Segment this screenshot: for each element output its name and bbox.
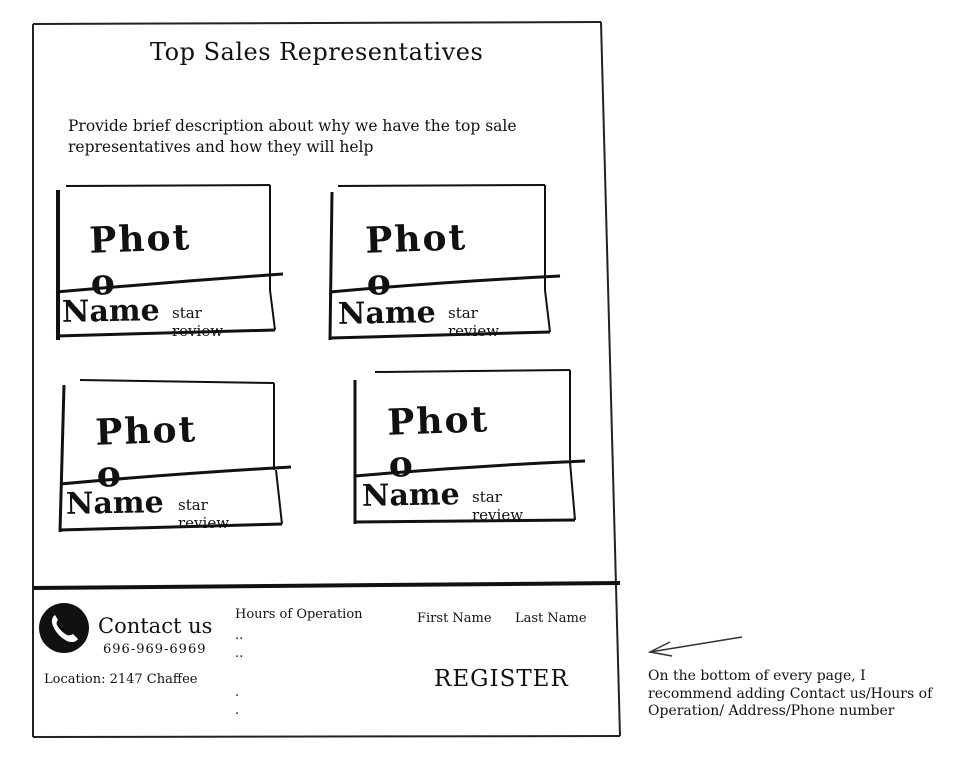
rep-name: Name <box>65 485 165 522</box>
contact-us-heading[interactable]: Contact us <box>98 614 213 638</box>
annotation-arrow <box>647 636 743 657</box>
first-name-field[interactable]: First Name <box>417 611 492 626</box>
rep-photo-placeholder: Phot o <box>386 398 490 486</box>
frame-top-border <box>32 21 602 25</box>
footer-divider <box>32 581 621 590</box>
hours-of-operation-heading: Hours of Operation <box>235 607 363 622</box>
rep-card-4-frame <box>353 369 586 524</box>
phone-icon[interactable] <box>38 602 90 654</box>
rep-name: Name <box>337 295 437 332</box>
rep-star-review: star review <box>172 304 224 340</box>
register-button[interactable]: REGISTER <box>434 666 569 692</box>
hours-line: . <box>235 685 240 700</box>
hours-line: .. <box>235 646 244 661</box>
rep-photo-placeholder: Phot o <box>364 216 468 304</box>
page-title: Top Sales Representatives <box>150 38 484 66</box>
rep-name: Name <box>61 293 161 330</box>
contact-phone-number: 696-969-6969 <box>103 642 207 657</box>
last-name-field[interactable]: Last Name <box>515 611 587 626</box>
rep-card-1-frame <box>55 184 284 340</box>
rep-star-review: star review <box>448 304 500 340</box>
rep-name: Name <box>361 477 461 514</box>
annotation-note: On the bottom of every page, I recommend… <box>648 668 933 719</box>
frame-bottom-border <box>32 735 621 738</box>
rep-card-2-frame <box>328 184 561 341</box>
rep-photo-placeholder: Phot o <box>94 408 198 496</box>
hours-line: .. <box>235 628 244 643</box>
rep-photo-placeholder: Phot o <box>88 216 192 304</box>
hours-line: . <box>235 703 240 718</box>
page-description: Provide brief description about why we h… <box>68 117 517 156</box>
rep-star-review: star review <box>472 488 524 524</box>
rep-card-3-frame <box>58 379 292 533</box>
frame-right-border <box>600 21 621 737</box>
rep-star-review: star review <box>178 496 230 532</box>
contact-location: Location: 2147 Chaffee <box>44 672 198 687</box>
